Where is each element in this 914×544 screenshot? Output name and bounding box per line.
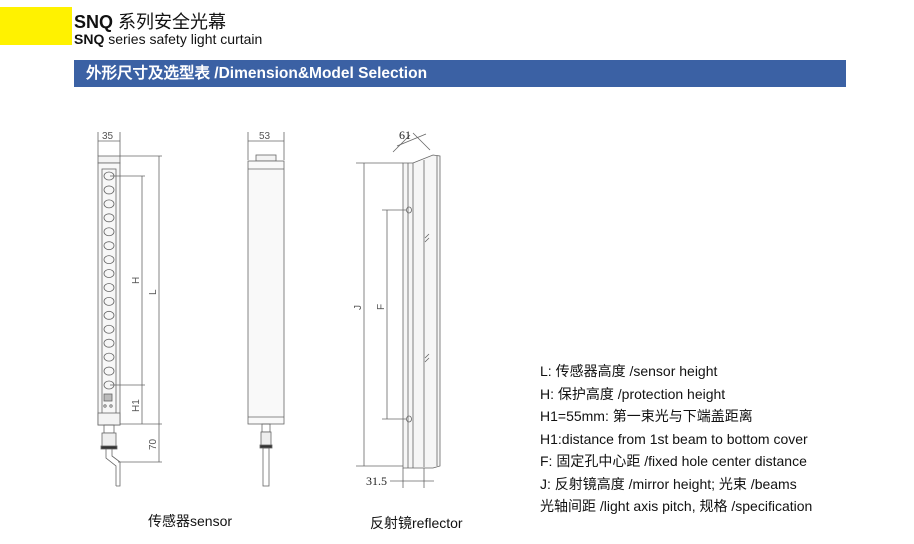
subtitle-model: SNQ: [74, 31, 105, 47]
title-text: 系列安全光幕: [113, 12, 227, 32]
beam-emitter: [103, 185, 115, 195]
beam-emitter: [103, 255, 115, 265]
legend-item: H: 保护高度 /protection height: [540, 385, 726, 402]
reflector-offset-label: 31.5: [366, 474, 387, 488]
yellow-accent-block: [0, 7, 72, 45]
title-model: SNQ: [74, 12, 114, 32]
cable-length-label: 70: [148, 438, 159, 450]
side-width-label: 53: [259, 131, 271, 142]
reflector-caption: 反射镜reflector: [370, 515, 463, 531]
beam-emitter: [103, 324, 115, 334]
beam-emitter: [103, 338, 115, 348]
dim-J-label: J: [353, 305, 364, 310]
beam-emitter: [103, 352, 115, 362]
sensor-front-view: 35 H L H1 70: [97, 131, 162, 487]
legend-item: 光轴间距 /light axis pitch, 规格 /specificatio…: [540, 498, 813, 514]
legend-list: L: 传感器高度 /sensor height H: 保护高度 /protect…: [540, 360, 812, 518]
dim-H1-label: H1: [131, 399, 142, 412]
dim-H-label: H: [131, 277, 142, 284]
sensor-width-label: 35: [102, 131, 114, 142]
beam-emitter: [103, 241, 115, 251]
beam-emitter: [103, 269, 115, 278]
dim-F-label: F: [376, 304, 387, 310]
beam-emitter: [103, 283, 115, 292]
beam-emitter: [103, 199, 115, 209]
legend-item: H1=55mm: 第一束光与下端盖距离: [540, 408, 753, 424]
section-header: 外形尺寸及选型表 /Dimension&Model Selection: [74, 60, 846, 87]
legend-item: J: 反射镜高度 /mirror height; 光束 /beams: [540, 475, 797, 492]
subtitle-text: series safety light curtain: [104, 31, 263, 47]
beam-emitter: [103, 296, 115, 306]
reflector-view: 61 J F 31.5: [353, 128, 441, 488]
reflector-depth-label: 61: [399, 128, 411, 142]
beam-emitter: [103, 310, 115, 320]
indicator-grid: [103, 393, 113, 402]
legend-item: F: 固定孔中心距 /fixed hole center distance: [540, 453, 807, 469]
legend-item: H1:distance from 1st beam to bottom cove…: [540, 430, 808, 447]
beam-emitter: [103, 366, 115, 376]
sensor-caption: 传感器sensor: [148, 513, 233, 529]
beam-emitter: [103, 213, 115, 223]
beam-emitter: [103, 227, 115, 237]
page-title: SNQ 系列安全光幕: [74, 8, 226, 34]
legend-item: L: 传感器高度 /sensor height: [540, 363, 718, 379]
page-subtitle: SNQ series safety light curtain: [74, 31, 262, 47]
beam-emitters: [103, 171, 115, 390]
dim-L-label: L: [148, 289, 159, 295]
sensor-side-view: 53: [247, 131, 285, 487]
